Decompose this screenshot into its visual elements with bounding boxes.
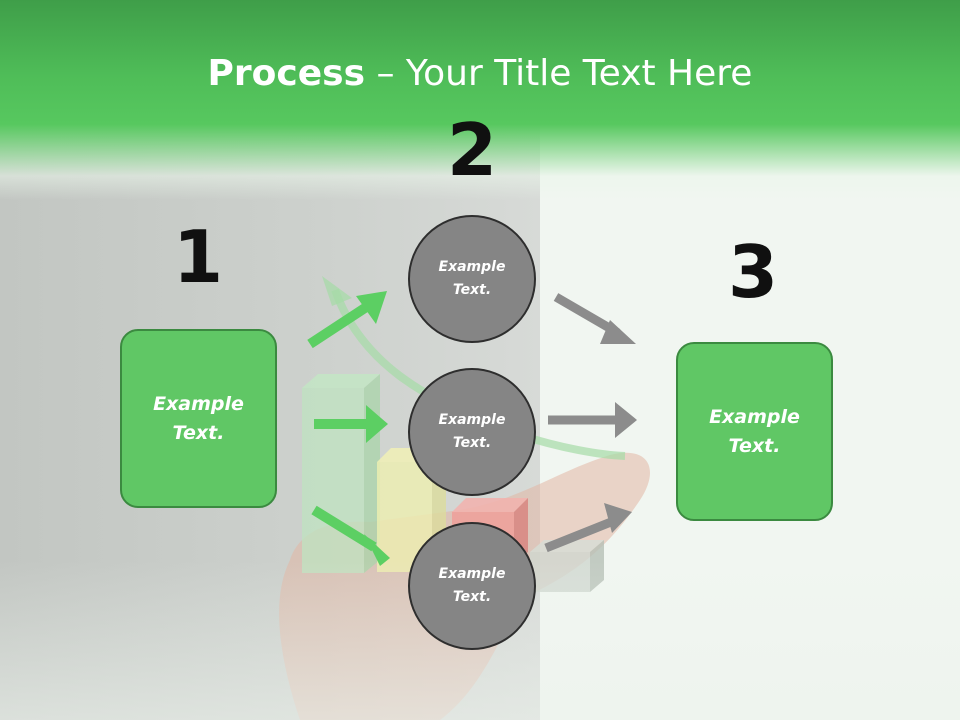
background-curve-arrowhead bbox=[322, 276, 352, 306]
title-rest: – Your Title Text Here bbox=[365, 53, 753, 94]
title-strong: Process bbox=[207, 53, 366, 94]
step-2-circle-top[interactable]: Example Text. bbox=[408, 215, 536, 343]
arrow-1-to-bottom bbox=[311, 505, 390, 566]
step-1-box[interactable]: Example Text. bbox=[120, 329, 277, 508]
step-number-3: 3 bbox=[727, 230, 779, 314]
step-3-text: Example Text. bbox=[709, 405, 800, 457]
slide-title: Process – Your Title Text Here bbox=[0, 52, 960, 96]
step-1-text: Example Text. bbox=[153, 392, 244, 444]
circle-bottom-text: Example Text. bbox=[438, 566, 506, 605]
circle-middle-text: Example Text. bbox=[438, 412, 506, 451]
header-band: Process – Your Title Text Here bbox=[0, 0, 960, 200]
step-3-box[interactable]: Example Text. bbox=[676, 342, 833, 521]
step-number-1: 1 bbox=[172, 215, 224, 299]
step-2-circle-middle[interactable]: Example Text. bbox=[408, 368, 536, 496]
arrow-top-to-3 bbox=[553, 293, 636, 344]
bar-green-top bbox=[302, 374, 380, 388]
bar-red-top bbox=[452, 498, 528, 512]
arrow-1-to-middle bbox=[314, 405, 388, 443]
arrow-middle-to-3 bbox=[548, 402, 637, 438]
step-number-2: 2 bbox=[446, 108, 498, 192]
bar-green bbox=[302, 388, 364, 573]
circle-top-text: Example Text. bbox=[438, 259, 506, 298]
arrow-bottom-to-3 bbox=[544, 503, 632, 553]
arrow-1-to-top bbox=[307, 291, 387, 349]
step-2-circle-bottom[interactable]: Example Text. bbox=[408, 522, 536, 650]
